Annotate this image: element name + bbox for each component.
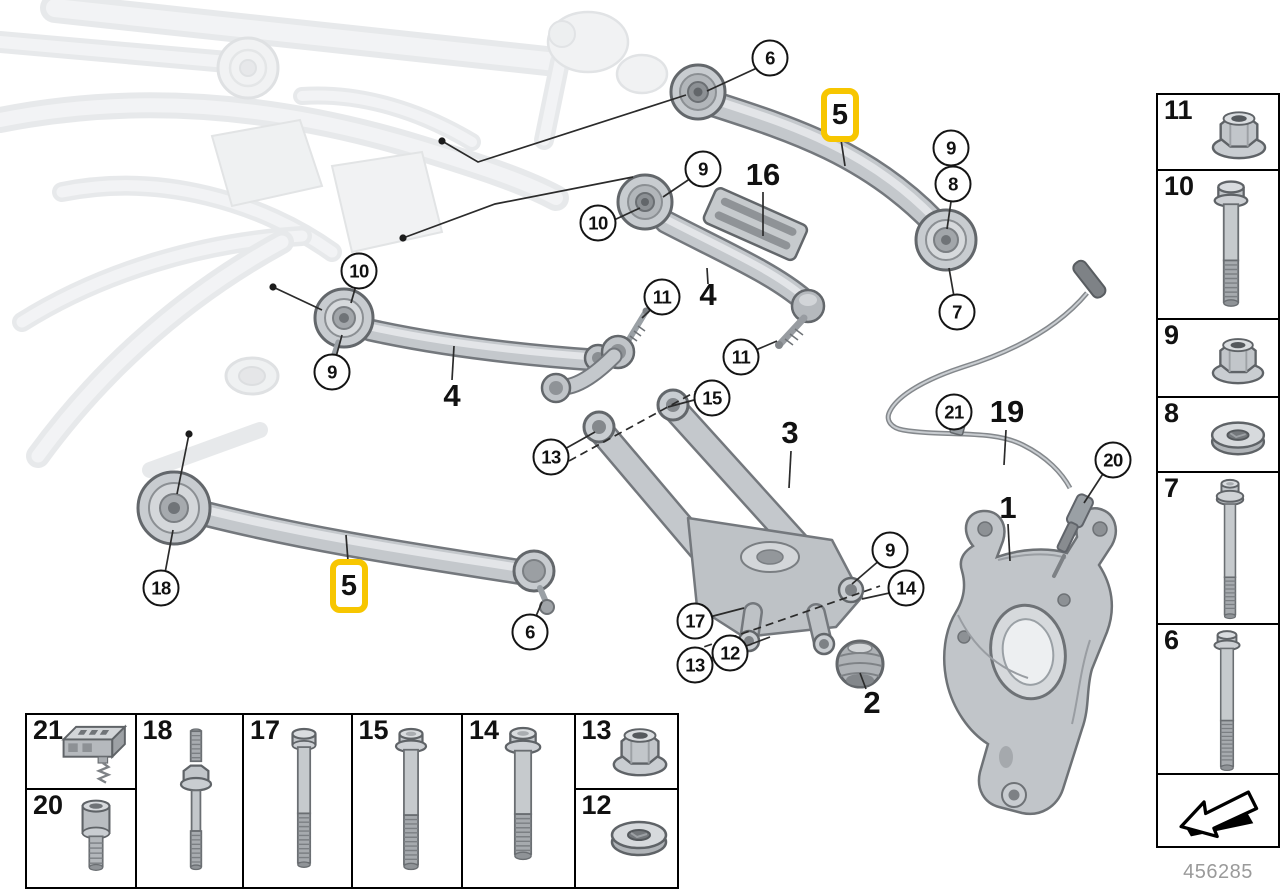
callout-circle-7[interactable]: 7 (938, 293, 976, 331)
lock-plate-16 (702, 187, 809, 262)
front-arm-4 (313, 287, 650, 404)
legend-bottom-strip: 21 20 18 17 15 14 13 (25, 713, 679, 889)
callout-label-1[interactable]: 1 (999, 490, 1017, 525)
legend-item-number: 8 (1164, 397, 1180, 428)
callout-circle-11[interactable]: 11 (722, 338, 760, 376)
legend-item-15[interactable]: 15 (350, 713, 464, 889)
legend-item-number: 6 (1164, 624, 1180, 655)
callout-circle-9[interactable]: 9 (932, 129, 970, 167)
legend-item-number: 17 (250, 715, 281, 745)
diagram-number: 456285 (1183, 861, 1253, 883)
legend-item-number: 11 (1164, 95, 1193, 125)
callout-circle-9[interactable]: 9 (684, 150, 722, 188)
callout-circle-10[interactable]: 10 (340, 252, 378, 290)
upper-link-5 (669, 63, 978, 272)
legend-item-7[interactable]: 7 (1156, 471, 1280, 625)
callout-label-2[interactable]: 2 (863, 685, 881, 720)
legend-item-20[interactable]: 20 (27, 790, 135, 888)
legend-item-number: 14 (469, 715, 500, 745)
legend-item-6[interactable]: 6 (1156, 622, 1280, 776)
callout-circle-6[interactable]: 6 (511, 613, 549, 651)
callout-circle-10[interactable]: 10 (579, 204, 617, 242)
legend-item-13[interactable]: 13 (575, 715, 677, 790)
callout-circle-9[interactable]: 9 (871, 531, 909, 569)
legend-item-17[interactable]: 17 (242, 713, 353, 889)
legend-item-14[interactable]: 14 (461, 713, 576, 889)
callout-circle-12[interactable]: 12 (711, 634, 749, 672)
legend-item-number: 9 (1164, 320, 1180, 350)
callout-label-3[interactable]: 3 (781, 415, 799, 450)
wheel-carrier-1 (942, 507, 1117, 816)
bushing-2 (835, 639, 885, 689)
legend-item-number: 18 (142, 715, 173, 745)
legend-item-12[interactable]: 12 (576, 790, 677, 888)
callout-circle-15[interactable]: 15 (693, 379, 731, 417)
legend-item-number: 20 (33, 790, 64, 820)
legend-item-8[interactable]: 8 (1156, 395, 1280, 474)
callout-circle-18[interactable]: 18 (142, 569, 180, 607)
legend-item-number: 13 (581, 715, 612, 745)
legend-col-13-12: 13 12 (573, 713, 679, 889)
callout-highlight-5[interactable]: 5 (821, 88, 859, 142)
callout-circle-21[interactable]: 21 (935, 393, 973, 431)
legend-item-number: 10 (1164, 170, 1195, 201)
sensor-connector (1072, 259, 1107, 299)
callout-circle-13[interactable]: 13 (676, 646, 714, 684)
callout-circle-11[interactable]: 11 (643, 278, 681, 316)
callout-label-16[interactable]: 16 (745, 157, 781, 192)
legend-right-column: 11 10 9 8 7 6 (1156, 93, 1280, 848)
callout-circle-14[interactable]: 14 (887, 569, 925, 607)
legend-item-number: 21 (33, 715, 64, 745)
callout-circle-17[interactable]: 17 (676, 602, 714, 640)
abs-sensor-wire-19 (885, 259, 1107, 578)
upper-wishbone-4 (616, 173, 826, 349)
callout-circle-9[interactable]: 9 (313, 353, 351, 391)
callout-label-4[interactable]: 4 (443, 378, 461, 413)
callout-circle-8[interactable]: 8 (934, 165, 972, 203)
callout-label-4[interactable]: 4 (699, 277, 717, 312)
direction-arrow-box[interactable] (1156, 773, 1280, 848)
callout-circle-13[interactable]: 13 (532, 438, 570, 476)
callout-highlight-5[interactable]: 5 (330, 559, 368, 613)
legend-item-number: 7 (1164, 473, 1180, 503)
callout-label-19[interactable]: 19 (989, 394, 1025, 429)
ghost-subframe (0, 0, 669, 478)
legend-item-11[interactable]: 11 (1156, 93, 1280, 171)
sensor-head-20 (1056, 493, 1094, 553)
legend-item-number: 15 (358, 715, 389, 745)
callout-circle-6[interactable]: 6 (751, 39, 789, 77)
legend-item-21[interactable]: 21 (27, 715, 135, 790)
lower-link-5 (136, 470, 556, 615)
direction-arrow-icon (1179, 789, 1259, 838)
leader-dots (185, 137, 446, 438)
callout-circle-20[interactable]: 20 (1094, 441, 1132, 479)
legend-item-number: 12 (581, 790, 612, 820)
